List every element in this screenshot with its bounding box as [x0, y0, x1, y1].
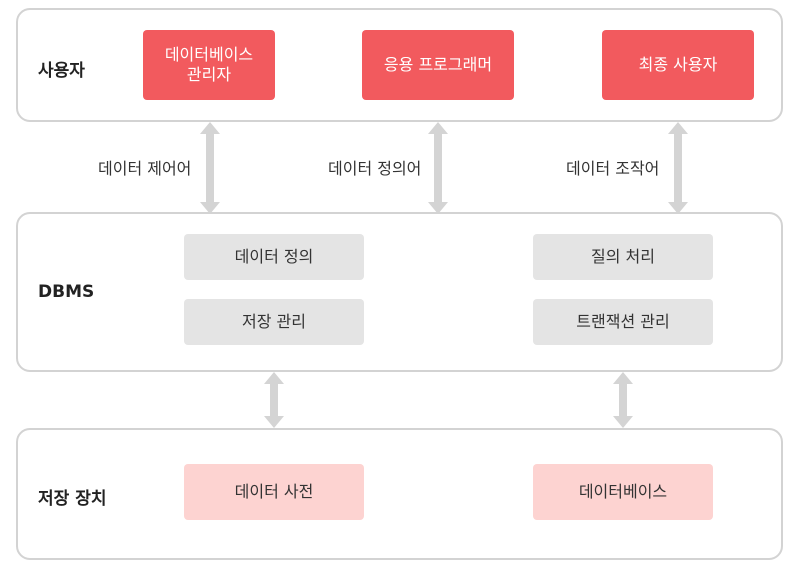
- arrow-ddl: [428, 122, 448, 214]
- arrow-dml: [668, 122, 688, 214]
- data-definition-box: 데이터 정의: [184, 234, 364, 280]
- ddl-label: 데이터 정의어: [328, 159, 422, 178]
- dba-box: 데이터베이스 관리자: [143, 30, 275, 100]
- transaction-management-box: 트랜잭션 관리: [533, 299, 713, 345]
- database-box: 데이터베이스: [533, 464, 713, 520]
- data-dictionary-box: 데이터 사전: [184, 464, 364, 520]
- user-tier-label: 사용자: [38, 61, 85, 81]
- arrow-dbms-storage-right: [613, 372, 633, 428]
- dcl-label: 데이터 제어어: [98, 159, 192, 178]
- query-processing-box: 질의 처리: [533, 234, 713, 280]
- storage-tier-label: 저장 장치: [38, 489, 107, 509]
- app-programmer-box: 응용 프로그래머: [362, 30, 514, 100]
- dml-label: 데이터 조작어: [566, 159, 660, 178]
- arrow-dcl: [200, 122, 220, 214]
- dbms-tier-label: DBMS: [38, 282, 95, 302]
- end-user-box: 최종 사용자: [602, 30, 754, 100]
- arrow-dbms-storage-left: [264, 372, 284, 428]
- storage-management-box: 저장 관리: [184, 299, 364, 345]
